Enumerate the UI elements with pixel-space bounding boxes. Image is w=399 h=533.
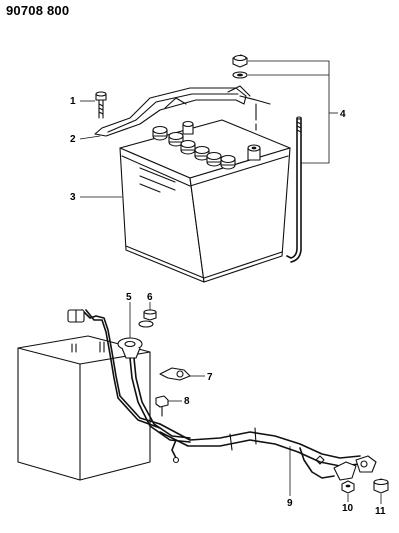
callout-5: 5 (126, 292, 132, 303)
positive-terminal (117, 337, 191, 443)
callout-7: 7 (207, 372, 213, 383)
nut-10 (341, 480, 355, 494)
cable-clip (159, 367, 191, 381)
battery-caps (152, 120, 261, 170)
hold-down-bracket (94, 85, 271, 137)
nut-and-washer (232, 54, 248, 79)
callout-3: 3 (70, 192, 76, 203)
callout-2: 2 (70, 134, 76, 145)
callout-9: 9 (287, 498, 293, 509)
callout-11: 11 (375, 506, 386, 517)
harness-terminals (333, 455, 377, 481)
callout-1: 1 (70, 96, 76, 107)
callout-10: 10 (342, 503, 354, 514)
callout-6: 6 (147, 292, 153, 303)
bracket-bolt (95, 91, 107, 119)
callout-8: 8 (184, 396, 190, 407)
battery (119, 119, 291, 283)
negative-cable (67, 309, 161, 429)
diagram-code: 90708 800 (6, 3, 70, 18)
callout-4: 4 (340, 109, 346, 120)
main-harness (159, 423, 361, 479)
clip-bolt (155, 395, 169, 417)
terminal-nut (138, 309, 157, 328)
j-bolt-rod (286, 116, 302, 263)
nut-11 (373, 478, 389, 494)
